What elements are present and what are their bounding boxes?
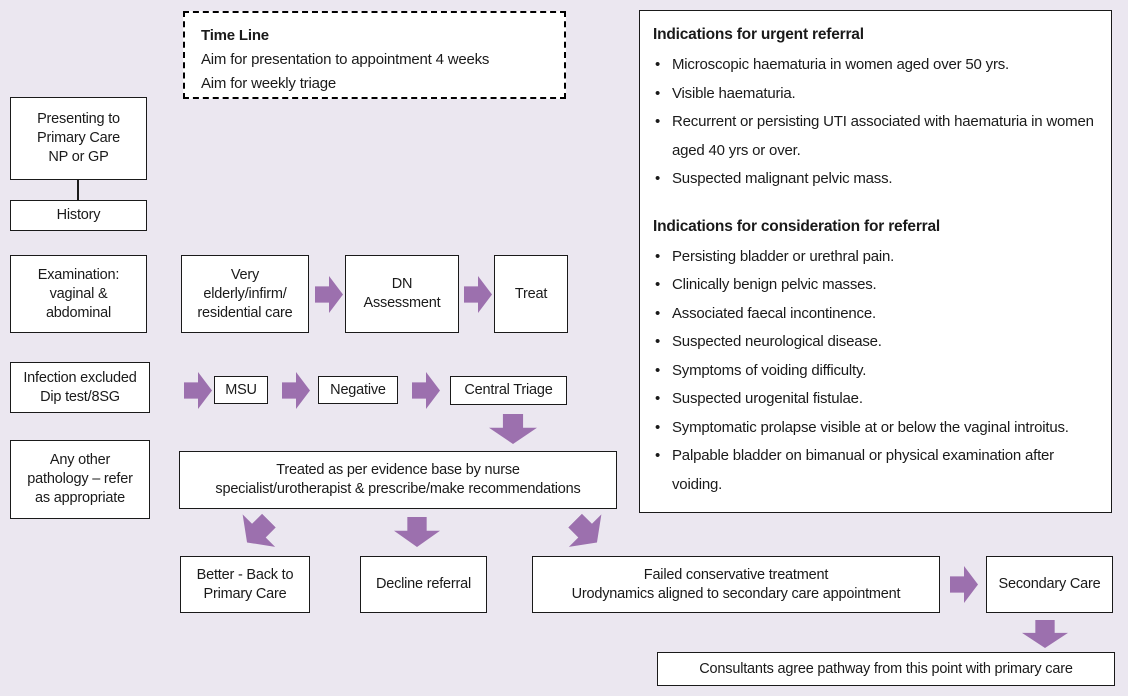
- arrow-down-icon: [1022, 620, 1068, 648]
- node-history: History: [10, 200, 147, 231]
- node-dn-assessment: DN Assessment: [345, 255, 459, 333]
- node-central-triage: Central Triage: [450, 376, 567, 405]
- node-consultants-agree-label: Consultants agree pathway from this poin…: [699, 660, 1073, 677]
- node-failed-conservative-label: Failed conservative treatment Urodynamic…: [571, 566, 901, 602]
- timeline-line-1: Aim for presentation to appointment 4 we…: [201, 51, 490, 68]
- node-history-label: History: [56, 207, 101, 223]
- list-item: Suspected urogenital fistulae.: [653, 385, 1103, 414]
- arrow-down-icon: [489, 414, 537, 444]
- node-presenting: Presenting to Primary Care NP or GP: [10, 97, 147, 180]
- timeline-title: Time Line: [201, 27, 269, 44]
- node-any-other-pathology-label: Any other pathology – refer as appropria…: [27, 452, 133, 506]
- node-infection-excluded-label: Infection excluded Dip test/8SG: [23, 369, 137, 405]
- node-examination-label: Examination: vaginal & abdominal: [37, 266, 120, 321]
- node-negative: Negative: [318, 376, 398, 404]
- consideration-referral-list: Persisting bladder or urethral pain. Cli…: [653, 243, 1103, 500]
- node-very-elderly-label: Very elderly/infirm/ residential care: [197, 266, 293, 321]
- node-secondary-care: Secondary Care: [986, 556, 1113, 613]
- node-negative-label: Negative: [330, 381, 386, 398]
- node-msu: MSU: [214, 376, 268, 404]
- node-better-back: Better - Back to Primary Care: [180, 556, 310, 613]
- list-item: Suspected neurological disease.: [653, 328, 1103, 357]
- list-item: Microscopic haematuria in women aged ove…: [653, 51, 1103, 80]
- urgent-referral-list: Microscopic haematuria in women aged ove…: [653, 51, 1103, 194]
- node-treated-evidence-base: Treated as per evidence base by nurse sp…: [179, 451, 617, 509]
- arrow-right-icon: [282, 372, 310, 409]
- list-item: Suspected malignant pelvic mass.: [653, 165, 1103, 194]
- list-item: Clinically benign pelvic masses.: [653, 271, 1103, 300]
- timeline-line-2: Aim for weekly triage: [201, 75, 337, 92]
- node-secondary-care-label: Secondary Care: [998, 576, 1101, 592]
- list-item: Palpable bladder on bimanual or physical…: [653, 442, 1103, 499]
- list-item: Symptomatic prolapse visible at or below…: [653, 414, 1103, 443]
- node-failed-conservative: Failed conservative treatment Urodynamic…: [532, 556, 940, 613]
- node-consultants-agree: Consultants agree pathway from this poin…: [657, 652, 1115, 686]
- node-treat-label: Treat: [514, 285, 548, 302]
- node-presenting-label: Presenting to Primary Care NP or GP: [37, 111, 120, 165]
- list-item: Symptoms of voiding difficulty.: [653, 357, 1103, 386]
- node-better-back-label: Better - Back to Primary Care: [196, 566, 294, 602]
- node-decline-referral-label: Decline referral: [375, 576, 472, 592]
- arrow-right-icon: [184, 372, 212, 409]
- consideration-referral-heading: Indications for consideration for referr…: [653, 217, 941, 235]
- arrow-right-icon: [950, 566, 978, 603]
- arrow-right-icon: [412, 372, 440, 409]
- arrow-down-left-icon: [231, 504, 285, 558]
- urgent-referral-heading: Indications for urgent referral: [653, 26, 864, 43]
- arrow-down-right-icon: [559, 504, 613, 558]
- node-very-elderly: Very elderly/infirm/ residential care: [181, 255, 309, 333]
- node-msu-label: MSU: [225, 381, 257, 398]
- node-decline-referral: Decline referral: [360, 556, 487, 613]
- list-item: Persisting bladder or urethral pain.: [653, 243, 1103, 272]
- node-infection-excluded: Infection excluded Dip test/8SG: [10, 362, 150, 413]
- list-item: Associated faecal incontinence.: [653, 300, 1103, 329]
- node-any-other-pathology: Any other pathology – refer as appropria…: [10, 440, 150, 519]
- node-treated-evidence-base-label: Treated as per evidence base by nurse sp…: [215, 462, 581, 497]
- list-item: Recurrent or persisting UTI associated w…: [653, 108, 1103, 165]
- node-examination: Examination: vaginal & abdominal: [10, 255, 147, 333]
- arrow-right-icon: [464, 276, 492, 313]
- node-treat: Treat: [494, 255, 568, 333]
- arrow-right-icon: [315, 276, 343, 313]
- connector-presenting-history: [77, 179, 79, 201]
- node-central-triage-label: Central Triage: [464, 382, 553, 398]
- indications-panel: Indications for urgent referral Microsco…: [639, 10, 1112, 513]
- timeline-note-box: Time Line Aim for presentation to appoin…: [183, 11, 566, 99]
- node-dn-assessment-label: DN Assessment: [363, 276, 441, 311]
- arrow-down-icon: [394, 517, 440, 547]
- list-item: Visible haematuria.: [653, 80, 1103, 109]
